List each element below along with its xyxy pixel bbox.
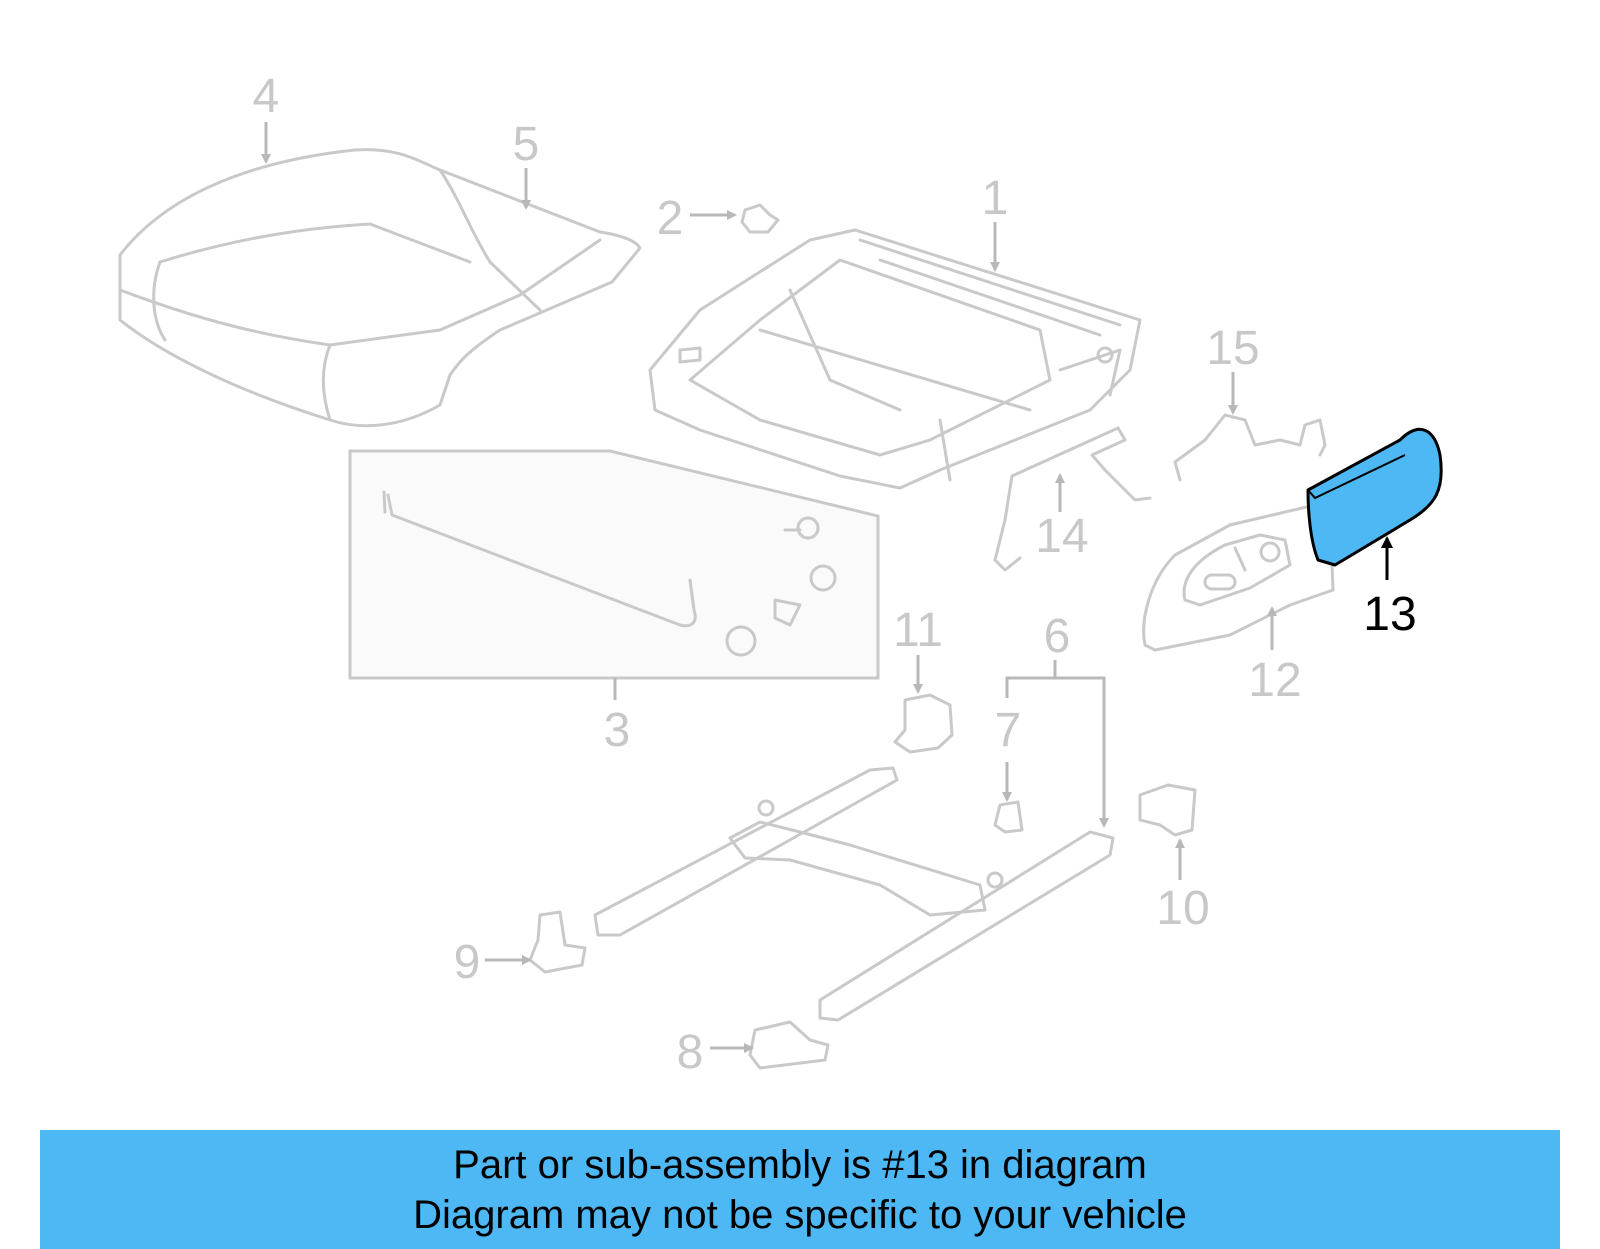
part-9-bracket — [528, 910, 587, 974]
part-13-side-cover — [1306, 427, 1443, 567]
callout-7: 7 — [995, 704, 1022, 757]
leader-lines — [261, 122, 1393, 1053]
callout-3: 3 — [604, 704, 631, 757]
banner-line-1: Part or sub-assembly is #13 in diagram — [453, 1142, 1147, 1187]
callout-11: 11 — [893, 604, 943, 657]
callout-14: 14 — [1035, 510, 1088, 563]
callout-1: 1 — [982, 172, 1009, 225]
part-8-bracket — [748, 1020, 830, 1070]
part-4-seat-cushion — [118, 148, 642, 428]
part-2-clip — [740, 203, 780, 234]
callout-9: 9 — [454, 936, 481, 989]
part-6-rail-assembly — [593, 766, 1115, 1022]
callout-8: 8 — [677, 1026, 704, 1079]
part-1-seat-frame — [648, 228, 1142, 490]
callout-13: 13 — [1363, 588, 1416, 641]
part-3-kit-box — [348, 449, 880, 680]
banner-line-2: Diagram may not be specific to your vehi… — [413, 1192, 1187, 1237]
part-15-wire — [1173, 413, 1327, 482]
part-10-bracket — [1138, 783, 1197, 837]
callout-12: 12 — [1248, 654, 1301, 707]
callout-5: 5 — [513, 118, 540, 171]
part-11-bracket — [893, 693, 954, 754]
callout-2: 2 — [657, 192, 684, 245]
callout-10: 10 — [1156, 882, 1209, 935]
part-14-wire — [993, 426, 1152, 572]
callout-4: 4 — [253, 70, 280, 123]
part-7-cap — [993, 800, 1024, 834]
callout-15: 15 — [1206, 322, 1259, 375]
callout-6: 6 — [1044, 610, 1071, 663]
part-12-switch-panel — [1142, 503, 1335, 652]
info-banner: Part or sub-assembly is #13 in diagram D… — [40, 1130, 1560, 1249]
